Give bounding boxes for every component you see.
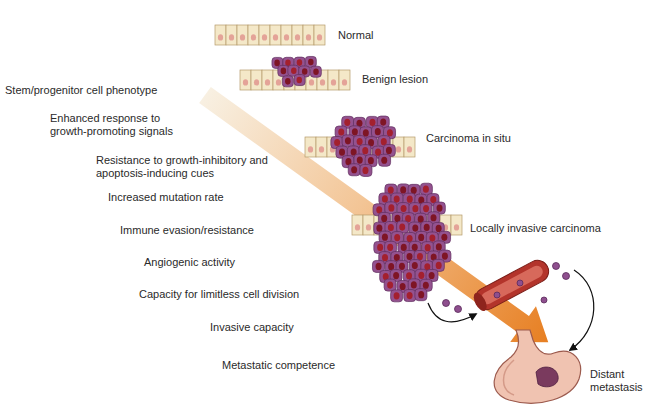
stomach: [494, 330, 580, 403]
tumor-cells: [272, 56, 321, 86]
hallmark-label: Angiogenic activity: [144, 256, 235, 269]
tumor-cells: [331, 116, 396, 176]
stage-label: Carcinoma in situ: [426, 132, 511, 145]
circulating-cells: [443, 263, 570, 313]
hallmark-label: Invasive capacity: [210, 321, 294, 334]
hallmark-label: Metastatic competence: [222, 359, 335, 372]
progression-arrow: [192, 77, 561, 360]
epithelium-row: [215, 25, 325, 45]
hallmark-label: Increased mutation rate: [108, 191, 224, 204]
blood-vessel: [471, 257, 553, 314]
intravasation-arrow: [428, 303, 476, 322]
stage-label: Benign lesion: [362, 73, 428, 86]
hallmark-label: Resistance to growth-inhibitory and apop…: [96, 154, 271, 180]
tumor-cells: [372, 183, 450, 302]
stage-label: Distant metastasis: [590, 368, 646, 394]
hallmark-label: Stem/progenitor cell phenotype: [5, 84, 157, 97]
metastasis-arrow: [570, 270, 594, 350]
hallmark-label: Capacity for limitless cell division: [139, 288, 299, 301]
stage-label: Locally invasive carcinoma: [470, 222, 601, 235]
hallmark-label: Immune evasion/resistance: [120, 224, 254, 237]
hallmark-label: Enhanced response to growth-promoting si…: [50, 112, 190, 138]
stage-label: Normal: [338, 29, 373, 42]
